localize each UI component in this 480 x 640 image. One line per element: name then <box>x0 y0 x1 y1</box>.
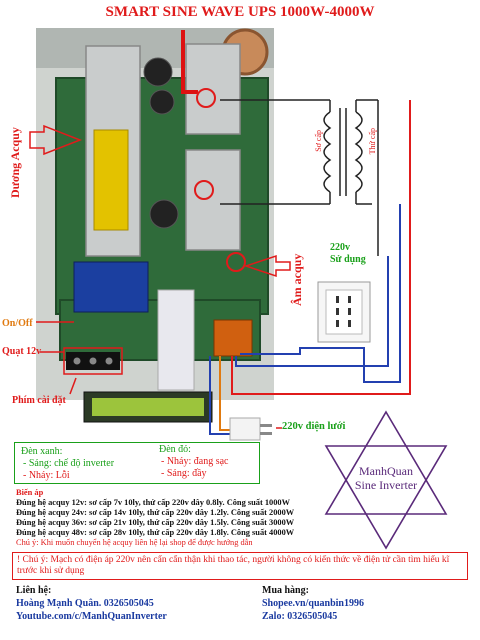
label-setting-keys: Phím cài đặt <box>12 395 66 406</box>
keypad-highlight <box>63 347 123 375</box>
lcd-screen <box>92 398 204 416</box>
purchase-block: Mua hàng: Shopee.vn/quanbin1996 Zalo: 03… <box>262 584 364 623</box>
mains-plug <box>229 417 261 441</box>
red-wire <box>181 30 198 94</box>
capacitor-2 <box>149 89 175 115</box>
heatsink-right-top <box>185 43 241 135</box>
label-battery-negative: Âm acquy <box>290 253 304 306</box>
connection-marker-mid <box>194 180 214 200</box>
spec-row: Đúng hệ acquy 48v: sơ cấp 28v 10ly, thứ … <box>16 528 295 537</box>
brand-star <box>324 410 448 550</box>
label-output-voltage: 220v <box>330 242 350 253</box>
label-mains: 220v điện lưới <box>282 421 346 432</box>
spec-row: Đúng hệ acquy 12v: sơ cấp 7v 10ly, thứ c… <box>16 498 290 507</box>
legend-red-item: - Nháy: đang sạc <box>161 456 229 467</box>
contact-block: Liên hệ: Hoàng Mạnh Quân. 0326505045 You… <box>16 584 167 623</box>
legend-green-item: - Sáng: chế độ inverter <box>23 458 115 469</box>
brand-line-2: Sine Inverter <box>354 478 418 492</box>
capacitor-1 <box>143 57 173 87</box>
ribbon-cable <box>157 289 195 391</box>
spec-row: Đúng hệ acquy 36v: sơ cấp 21v 10ly, thứ … <box>16 518 295 527</box>
label-onoff: On/Off <box>2 318 33 329</box>
legend-green-item: - Nháy: Lỗi <box>23 470 70 481</box>
contact-youtube: Youtube.com/c/ManhQuanInverter <box>16 611 167 622</box>
contact-heading: Liên hệ: <box>16 585 52 596</box>
label-fan: Quạt 12v <box>2 346 42 357</box>
nano-board <box>73 261 149 313</box>
legend-green-led: Đèn xanh: - Sáng: chế độ inverter - Nháy… <box>21 446 114 482</box>
transformer-symbol <box>220 99 379 256</box>
diagram-title: SMART SINE WAVE UPS 1000W-4000W <box>105 4 375 20</box>
connection-marker-top <box>196 88 216 108</box>
arrow-battery-positive <box>29 124 83 156</box>
purchase-heading: Mua hàng: <box>262 585 309 596</box>
legend-red-item: - Sáng: đầy <box>161 468 207 479</box>
capacitor-3 <box>149 199 179 229</box>
pointer-keys <box>69 377 77 395</box>
safety-warning: ! Chú ý: Mạch có điện áp 220v nên cẩn cẩ… <box>12 552 468 580</box>
brand-line-1: ManhQuan <box>359 464 413 478</box>
transformer-specs: Biến áp Đúng hệ acquy 12v: sơ cấp 7v 10l… <box>16 488 294 548</box>
specs-heading: Biến áp <box>16 488 44 497</box>
brand-name: ManhQuan Sine Inverter <box>336 464 436 492</box>
led-legend-box: Đèn xanh: - Sáng: chế độ inverter - Nháy… <box>14 442 260 484</box>
label-battery-positive: Dương Acquy <box>8 127 22 198</box>
spec-row: Đúng hệ acquy 24v: sơ cấp 14v 10ly, thứ … <box>16 508 295 517</box>
arrow-battery-negative <box>243 254 291 278</box>
label-output: 220v Sử dụng <box>330 242 366 266</box>
specs-note: Chú ý: Khi muốn chuyển hệ acquy liên hệ … <box>16 538 253 547</box>
yellow-tape <box>93 129 129 231</box>
legend-green-heading: Đèn xanh: <box>21 446 63 457</box>
connection-marker-neg <box>226 252 246 272</box>
legend-red-heading: Đèn đỏ: <box>159 444 191 455</box>
purchase-shopee: Shopee.vn/quanbin1996 <box>262 598 364 609</box>
relay <box>213 319 253 357</box>
legend-red-led: Đèn đỏ: - Nháy: đang sạc - Sáng: đầy <box>159 444 228 480</box>
heatsink-right-bottom <box>185 149 241 251</box>
purchase-zalo: Zalo: 0326505045 <box>262 611 338 622</box>
contact-name: Hoàng Mạnh Quân. 0326505045 <box>16 598 154 609</box>
label-output-use: Sử dụng <box>330 254 366 265</box>
label-primary: Sơ cấp <box>314 130 323 152</box>
label-secondary: Thứ cấp <box>368 128 377 155</box>
